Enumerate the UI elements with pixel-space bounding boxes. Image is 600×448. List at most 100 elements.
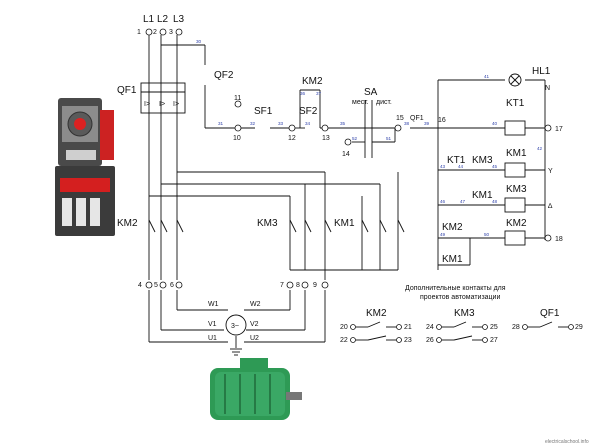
terminal-13 xyxy=(321,124,329,132)
terminal-12 xyxy=(288,124,296,132)
aux-contact-symbols xyxy=(350,321,574,343)
svg-text:31: 31 xyxy=(218,121,224,126)
aux-km2-terminal-23: 23 xyxy=(404,337,412,344)
aux-km3-terminal-24: 24 xyxy=(426,324,434,331)
aux-km2-terminal-21: 21 xyxy=(404,324,412,331)
svg-text:41: 41 xyxy=(484,74,490,79)
terminal-7 xyxy=(286,281,294,289)
terminal-10-label: 10 xyxy=(233,135,241,142)
sa-label: SA xyxy=(364,87,378,98)
svg-text:32: 32 xyxy=(250,121,256,126)
sf1-label: SF1 xyxy=(254,106,273,117)
svg-text:42: 42 xyxy=(537,146,543,151)
svg-text:51: 51 xyxy=(386,136,392,141)
svg-text:43: 43 xyxy=(440,164,446,169)
motor-phase-label: 3~ xyxy=(231,323,239,330)
terminal-4 xyxy=(145,281,153,289)
aux-km3-terminal-27: 27 xyxy=(490,337,498,344)
delta-label: ∆ xyxy=(548,203,553,210)
motor-v1-label: V1 xyxy=(208,321,217,328)
svg-text:34: 34 xyxy=(305,121,311,126)
aux-km3-terminal-25: 25 xyxy=(490,324,498,331)
coil-kt1 xyxy=(504,120,526,136)
terminal-8 xyxy=(301,281,309,289)
svg-text:35: 35 xyxy=(340,121,346,126)
ground-icon xyxy=(230,348,242,356)
motor-w1-label: W1 xyxy=(208,301,219,308)
coil-km3 xyxy=(504,197,526,213)
svg-text:40: 40 xyxy=(492,121,498,126)
km3-main-label: KM3 xyxy=(257,218,278,229)
terminal-10 xyxy=(234,124,242,132)
terminal-5-label: 5 xyxy=(154,282,158,289)
terminal-1-label: 1 xyxy=(137,29,141,36)
aux-qf1-terminal-29: 29 xyxy=(575,324,583,331)
lamp-hl1-icon xyxy=(508,73,522,87)
aux-title-line1: Дополнительные контакты для xyxy=(405,285,506,292)
motor-symbol: 3~ xyxy=(225,314,247,336)
terminal-18 xyxy=(544,234,552,242)
wire-number-labels: 30 31 32 33 34 35 36 37 38 39 40 41 42 4… xyxy=(196,39,543,237)
km1-contact-label: KM1 xyxy=(472,190,493,201)
terminal-6-label: 6 xyxy=(170,282,174,289)
km3-contact-label: KM3 xyxy=(472,155,493,166)
motor-breaker-device-image xyxy=(55,98,115,236)
sa-remote-label: дист. xyxy=(376,99,392,106)
terminal-9 xyxy=(321,281,329,289)
sa-local-label: мест. xyxy=(352,99,369,106)
km1-coil-label: KM1 xyxy=(506,148,527,159)
svg-text:30: 30 xyxy=(196,39,202,44)
svg-text:36: 36 xyxy=(300,91,306,96)
km2-top-label: KM2 xyxy=(302,76,323,87)
aux-title-line2: проектов автоматизации xyxy=(420,294,500,301)
terminal-16-label: 16 xyxy=(438,117,446,124)
terminal-7-label: 7 xyxy=(280,282,284,289)
km1-main-label: KM1 xyxy=(334,218,355,229)
terminal-5 xyxy=(159,281,167,289)
control-wiring xyxy=(235,79,546,270)
terminal-3 xyxy=(175,28,183,36)
phase-l3-label: L3 xyxy=(173,14,185,25)
terminal-17 xyxy=(544,124,552,132)
svg-text:33: 33 xyxy=(278,121,284,126)
terminal-2-label: 2 xyxy=(153,29,157,36)
qf1-aux-label: QF1 xyxy=(410,115,424,122)
kt1-contact-label: KT1 xyxy=(447,155,466,166)
terminal-3-label: 3 xyxy=(169,29,173,36)
qf1-breaker: I> I> I> xyxy=(140,82,186,114)
terminal-4-label: 4 xyxy=(138,282,142,289)
svg-text:52: 52 xyxy=(352,136,358,141)
phase-l2-label: L2 xyxy=(157,14,169,25)
svg-text:39: 39 xyxy=(424,121,430,126)
svg-text:47: 47 xyxy=(460,199,466,204)
terminal-17-label: 17 xyxy=(555,126,563,133)
motor-u1-label: U1 xyxy=(208,335,217,342)
terminal-11-label: 11 xyxy=(234,95,241,102)
aux-qf1-terminal-28: 28 xyxy=(512,324,520,331)
terminal-14-label: 14 xyxy=(342,151,350,158)
aux-km2-label: KM2 xyxy=(366,308,387,319)
aux-km2-terminal-22: 22 xyxy=(340,337,348,344)
terminal-9-label: 9 xyxy=(313,282,317,289)
terminal-18-label: 18 xyxy=(555,236,563,243)
terminal-8-label: 8 xyxy=(296,282,300,289)
km2-coil-label: KM2 xyxy=(506,218,527,229)
terminal-15 xyxy=(394,124,402,132)
svg-text:44: 44 xyxy=(458,164,464,169)
km1-bottom-label: KM1 xyxy=(442,254,463,265)
phase-l1-label: L1 xyxy=(143,14,155,25)
motor-u2-label: U2 xyxy=(250,335,259,342)
svg-text:38: 38 xyxy=(404,121,410,126)
svg-text:50: 50 xyxy=(484,232,490,237)
km2-contact-label: KM2 xyxy=(442,222,463,233)
svg-text:48: 48 xyxy=(492,199,498,204)
terminal-12-label: 12 xyxy=(288,135,296,142)
motor-v2-label: V2 xyxy=(250,321,259,328)
terminal-6 xyxy=(175,281,183,289)
sf2-label: SF2 xyxy=(299,106,318,117)
svg-text:45: 45 xyxy=(492,164,498,169)
qf1-trip-2: I> xyxy=(159,101,165,108)
star-y-label: Y xyxy=(548,168,553,175)
